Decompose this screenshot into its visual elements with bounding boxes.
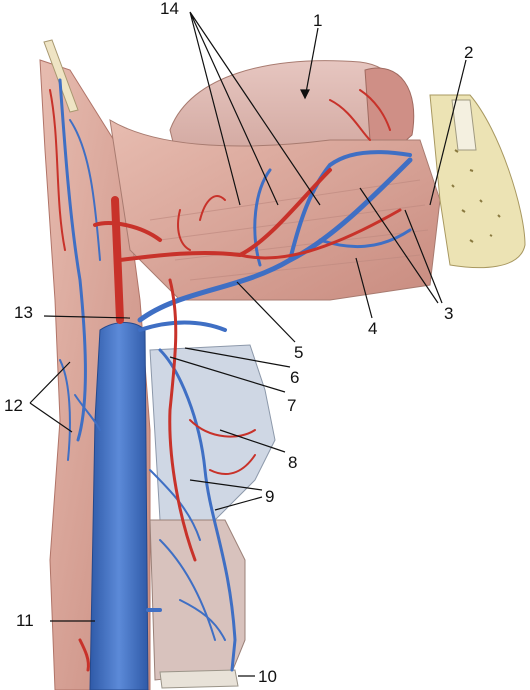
label-8: 8 bbox=[288, 453, 298, 472]
label-4: 4 bbox=[368, 319, 378, 338]
label-12: 12 bbox=[4, 396, 23, 415]
label-14: 14 bbox=[160, 0, 179, 18]
muscle-fibers bbox=[149, 179, 429, 281]
tongue-tip bbox=[364, 67, 415, 151]
label-11: 11 bbox=[16, 611, 34, 630]
artery-network bbox=[49, 89, 402, 672]
label-10: 10 bbox=[258, 667, 277, 686]
label-3: 3 bbox=[444, 304, 454, 323]
mandible bbox=[429, 94, 526, 269]
internal-jugular-vein bbox=[89, 322, 149, 690]
label-1: 1 bbox=[313, 11, 323, 30]
incisor-tooth bbox=[451, 99, 477, 151]
mandible-texture bbox=[451, 149, 501, 243]
label-7: 7 bbox=[287, 396, 297, 415]
label-5: 5 bbox=[294, 343, 304, 362]
label-6: 6 bbox=[290, 368, 300, 387]
cricoid-trachea bbox=[149, 519, 246, 681]
label-2: 2 bbox=[464, 43, 474, 62]
label-9: 9 bbox=[265, 487, 275, 506]
label-13: 13 bbox=[14, 303, 33, 322]
trachea-ring bbox=[159, 669, 239, 689]
leader-lines bbox=[29, 11, 467, 677]
